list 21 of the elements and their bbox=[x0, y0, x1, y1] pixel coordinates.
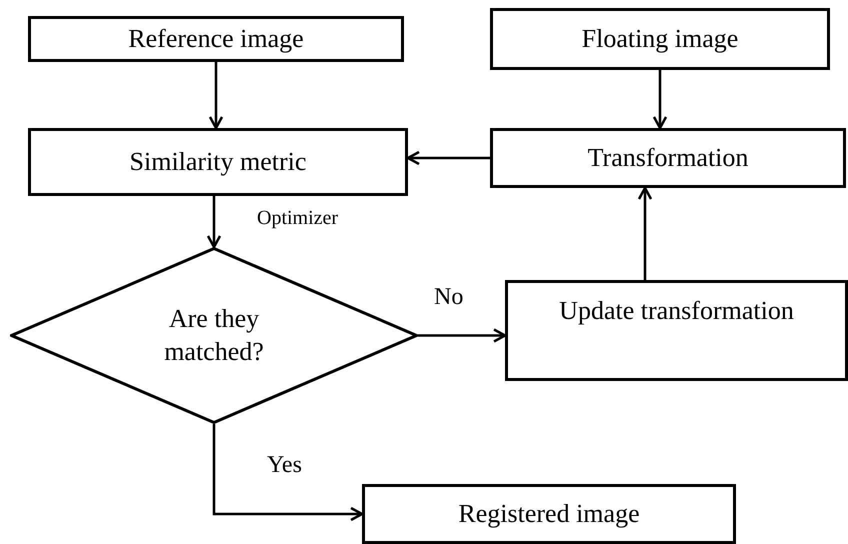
process-box bbox=[505, 280, 848, 381]
arrow bbox=[206, 196, 222, 248]
arrow bbox=[208, 62, 224, 130]
node-text: Transformation bbox=[588, 142, 748, 174]
node-text: Reference image bbox=[128, 22, 304, 55]
node-text: Registered image bbox=[458, 498, 640, 530]
node-text: Update transformation bbox=[559, 295, 794, 327]
process-box bbox=[490, 8, 830, 70]
arrow bbox=[406, 150, 490, 166]
arrow bbox=[652, 70, 668, 130]
node-text: Similarity metric bbox=[130, 146, 306, 178]
process-box bbox=[490, 128, 846, 188]
decision-diamond bbox=[10, 247, 418, 424]
process-box bbox=[28, 16, 404, 62]
arrow bbox=[212, 424, 364, 522]
node-text: Floating image bbox=[582, 22, 738, 55]
node-text: Are they matched? bbox=[163, 303, 265, 368]
arrow bbox=[418, 328, 506, 343]
arrow bbox=[638, 186, 652, 280]
process-box bbox=[362, 484, 736, 544]
process-box bbox=[28, 128, 408, 196]
